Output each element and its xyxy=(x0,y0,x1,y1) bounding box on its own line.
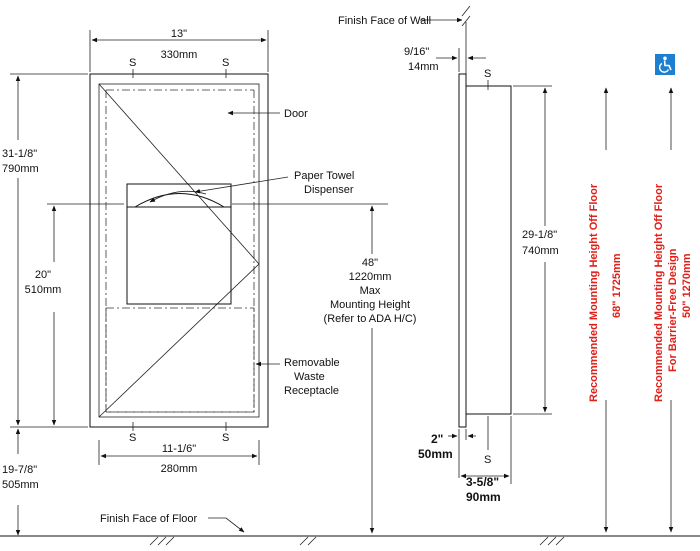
dim-proj-mm: 50mm xyxy=(418,447,453,461)
dispenser-label-1: Paper Towel xyxy=(294,170,354,182)
dimension-barrier-free: Recommended Mounting Height Off Floor Fo… xyxy=(644,87,698,533)
floor-label: Finish Face of Floor xyxy=(100,513,198,525)
dispenser-swing-arrow xyxy=(149,190,207,203)
dim-height-mm: 790mm xyxy=(2,163,39,175)
callout-wall: Finish Face of Wall xyxy=(338,15,463,27)
dim-floor-mm: 505mm xyxy=(2,479,39,491)
cabinet-door xyxy=(98,83,260,418)
dispenser-label-2: Dispenser xyxy=(304,184,354,196)
dimension-recommended: Recommended Mounting Height Off Floor 68… xyxy=(584,87,628,533)
dim-body-in: 29-1/8" xyxy=(522,229,557,241)
dim-max-in: 48" xyxy=(362,257,378,269)
cabinet-flange xyxy=(89,73,269,428)
rec-values: 68" 1725mm xyxy=(611,253,623,318)
bf-label-1: Recommended Mounting Height Off Floor xyxy=(653,183,665,402)
dispenser-opening xyxy=(134,193,225,208)
side-screw-label: S xyxy=(484,68,491,80)
dim-proj-in: 2" xyxy=(431,432,443,446)
dim-depth-mm: 90mm xyxy=(466,490,501,504)
dimension-body: 29-1/8" 740mm xyxy=(513,85,559,415)
door-diagonal xyxy=(98,83,260,265)
screw-label: S xyxy=(222,432,229,444)
door-label: Door xyxy=(284,108,308,120)
dimension-max-mount: 48" 1220mm Max Mounting Height (Refer to… xyxy=(232,203,417,534)
dim-max-l3: (Refer to ADA H/C) xyxy=(324,313,417,325)
bf-label-2: For Barrier-Free Design xyxy=(667,248,679,372)
dim-floor-in: 19-7/8" xyxy=(2,464,37,476)
front-elevation: S S S S xyxy=(89,57,269,444)
floor: Finish Face of Floor xyxy=(0,513,700,546)
dim-height-in: 31-1/8" xyxy=(2,148,37,160)
door-diagonal xyxy=(98,263,260,418)
side-elevation: S S xyxy=(458,5,512,466)
waste-label-2: Waste xyxy=(294,371,325,383)
bf-values: 50" 1270mm xyxy=(681,253,693,318)
dim-max-l1: Max xyxy=(360,285,381,297)
callout-dispenser: Paper Towel Dispenser xyxy=(194,170,354,196)
dim-width-mm: 330mm xyxy=(161,49,198,61)
dim-rough-in: 11-1/6" xyxy=(162,443,196,455)
waste-label-1: Removable xyxy=(284,357,340,369)
dimension-height: 31-1/8" 790mm xyxy=(2,73,88,428)
callout-waste: Removable Waste Receptacle xyxy=(255,357,340,397)
dim-flange-in: 9/16" xyxy=(404,46,429,58)
floor-hatch xyxy=(149,536,565,546)
screw-label: S xyxy=(129,432,136,444)
dim-depth-in: 3-5/8" xyxy=(466,475,499,489)
dimension-rough: 11-1/6" 280mm xyxy=(98,440,260,475)
dim-body-mm: 740mm xyxy=(522,245,559,257)
wall-label: Finish Face of Wall xyxy=(338,15,431,27)
dim-opening-mm: 510mm xyxy=(25,284,62,296)
wall-hatch xyxy=(461,5,471,17)
side-body xyxy=(465,85,512,415)
dim-opening-in: 20" xyxy=(35,269,51,281)
dimension-flange: 9/16" 14mm xyxy=(404,46,486,73)
dim-width-in: 13" xyxy=(171,28,187,40)
wheelchair-icon xyxy=(655,54,675,75)
screw-label: S xyxy=(129,57,136,69)
dimension-depth: 3-5/8" 90mm xyxy=(460,416,512,504)
dim-max-mm: 1220mm xyxy=(349,271,392,283)
dimension-width: 13" 330mm xyxy=(89,28,269,72)
wall-hatch xyxy=(461,15,471,27)
dim-rough-mm: 280mm xyxy=(161,463,198,475)
dimension-projection: 2" 50mm xyxy=(418,429,476,478)
side-screw-label: S xyxy=(484,454,491,466)
screw-label: S xyxy=(222,57,229,69)
dim-flange-mm: 14mm xyxy=(408,61,439,73)
waste-receptacle xyxy=(105,307,255,413)
dimension-opening: 20" 510mm xyxy=(25,203,124,426)
waste-label-3: Receptacle xyxy=(284,385,339,397)
dimension-floor: 19-7/8" 505mm xyxy=(2,428,39,536)
dim-max-l2: Mounting Height xyxy=(330,299,410,311)
rec-label: Recommended Mounting Height Off Floor xyxy=(588,183,600,402)
side-flange xyxy=(458,73,467,428)
callout-door: Door xyxy=(227,108,308,120)
dispenser-body xyxy=(126,183,232,305)
floor-leader xyxy=(208,517,245,533)
